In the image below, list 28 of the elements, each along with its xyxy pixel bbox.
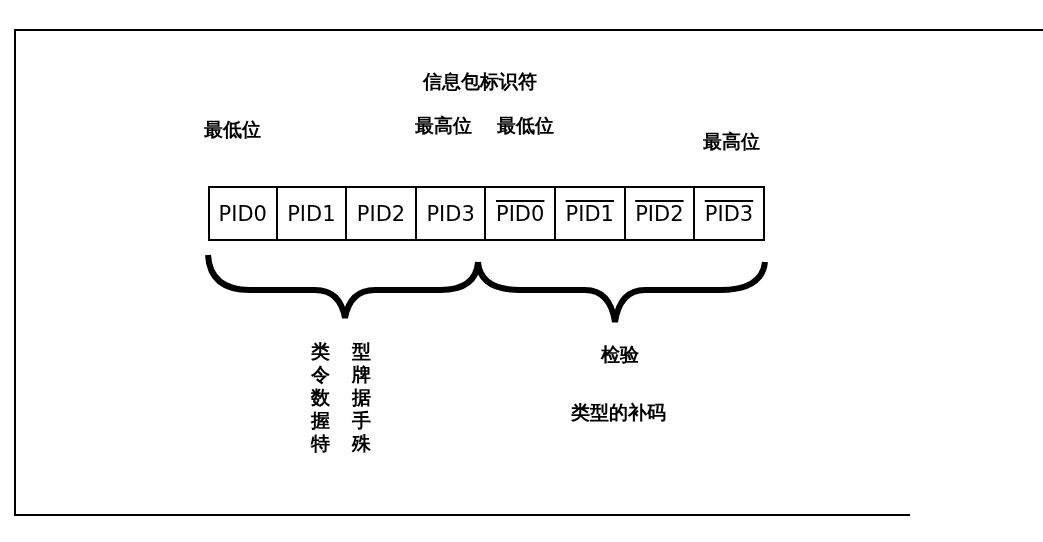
bit-field-cell	[693, 186, 765, 241]
field-label: PID2	[356, 201, 406, 226]
bit-order-label: 最低位	[496, 116, 554, 135]
bit-order-label: 最高位	[414, 116, 472, 135]
note-text: 令牌	[311, 365, 393, 384]
bit-field-cell	[484, 186, 556, 241]
note-text: 类型	[311, 342, 393, 361]
bit-field-cell	[623, 186, 696, 241]
note-text: 检验	[601, 345, 639, 364]
bit-field-cell	[554, 186, 626, 241]
note-text: 数据	[311, 388, 393, 407]
bit-field-cell	[208, 186, 278, 241]
field-label: PID2	[635, 201, 684, 226]
note-text: 握手	[311, 411, 393, 430]
field-label: PID3	[426, 201, 475, 226]
bit-field-cell	[275, 186, 348, 241]
bit-field-cell	[414, 186, 487, 241]
field-label: PID0	[218, 201, 267, 226]
group-heading: 信息包标识符	[423, 72, 537, 91]
bit-order-label: 最低位	[203, 120, 261, 139]
field-label: PID1	[565, 201, 614, 226]
bit-order-label: 最高位	[702, 132, 760, 151]
field-label: PID3	[704, 201, 754, 226]
note-text: 类型的补码	[570, 403, 666, 422]
field-label: PID0	[496, 201, 545, 226]
field-label: PID1	[287, 201, 336, 226]
note-text: 特殊	[311, 434, 393, 453]
bit-field-cell	[345, 186, 417, 241]
